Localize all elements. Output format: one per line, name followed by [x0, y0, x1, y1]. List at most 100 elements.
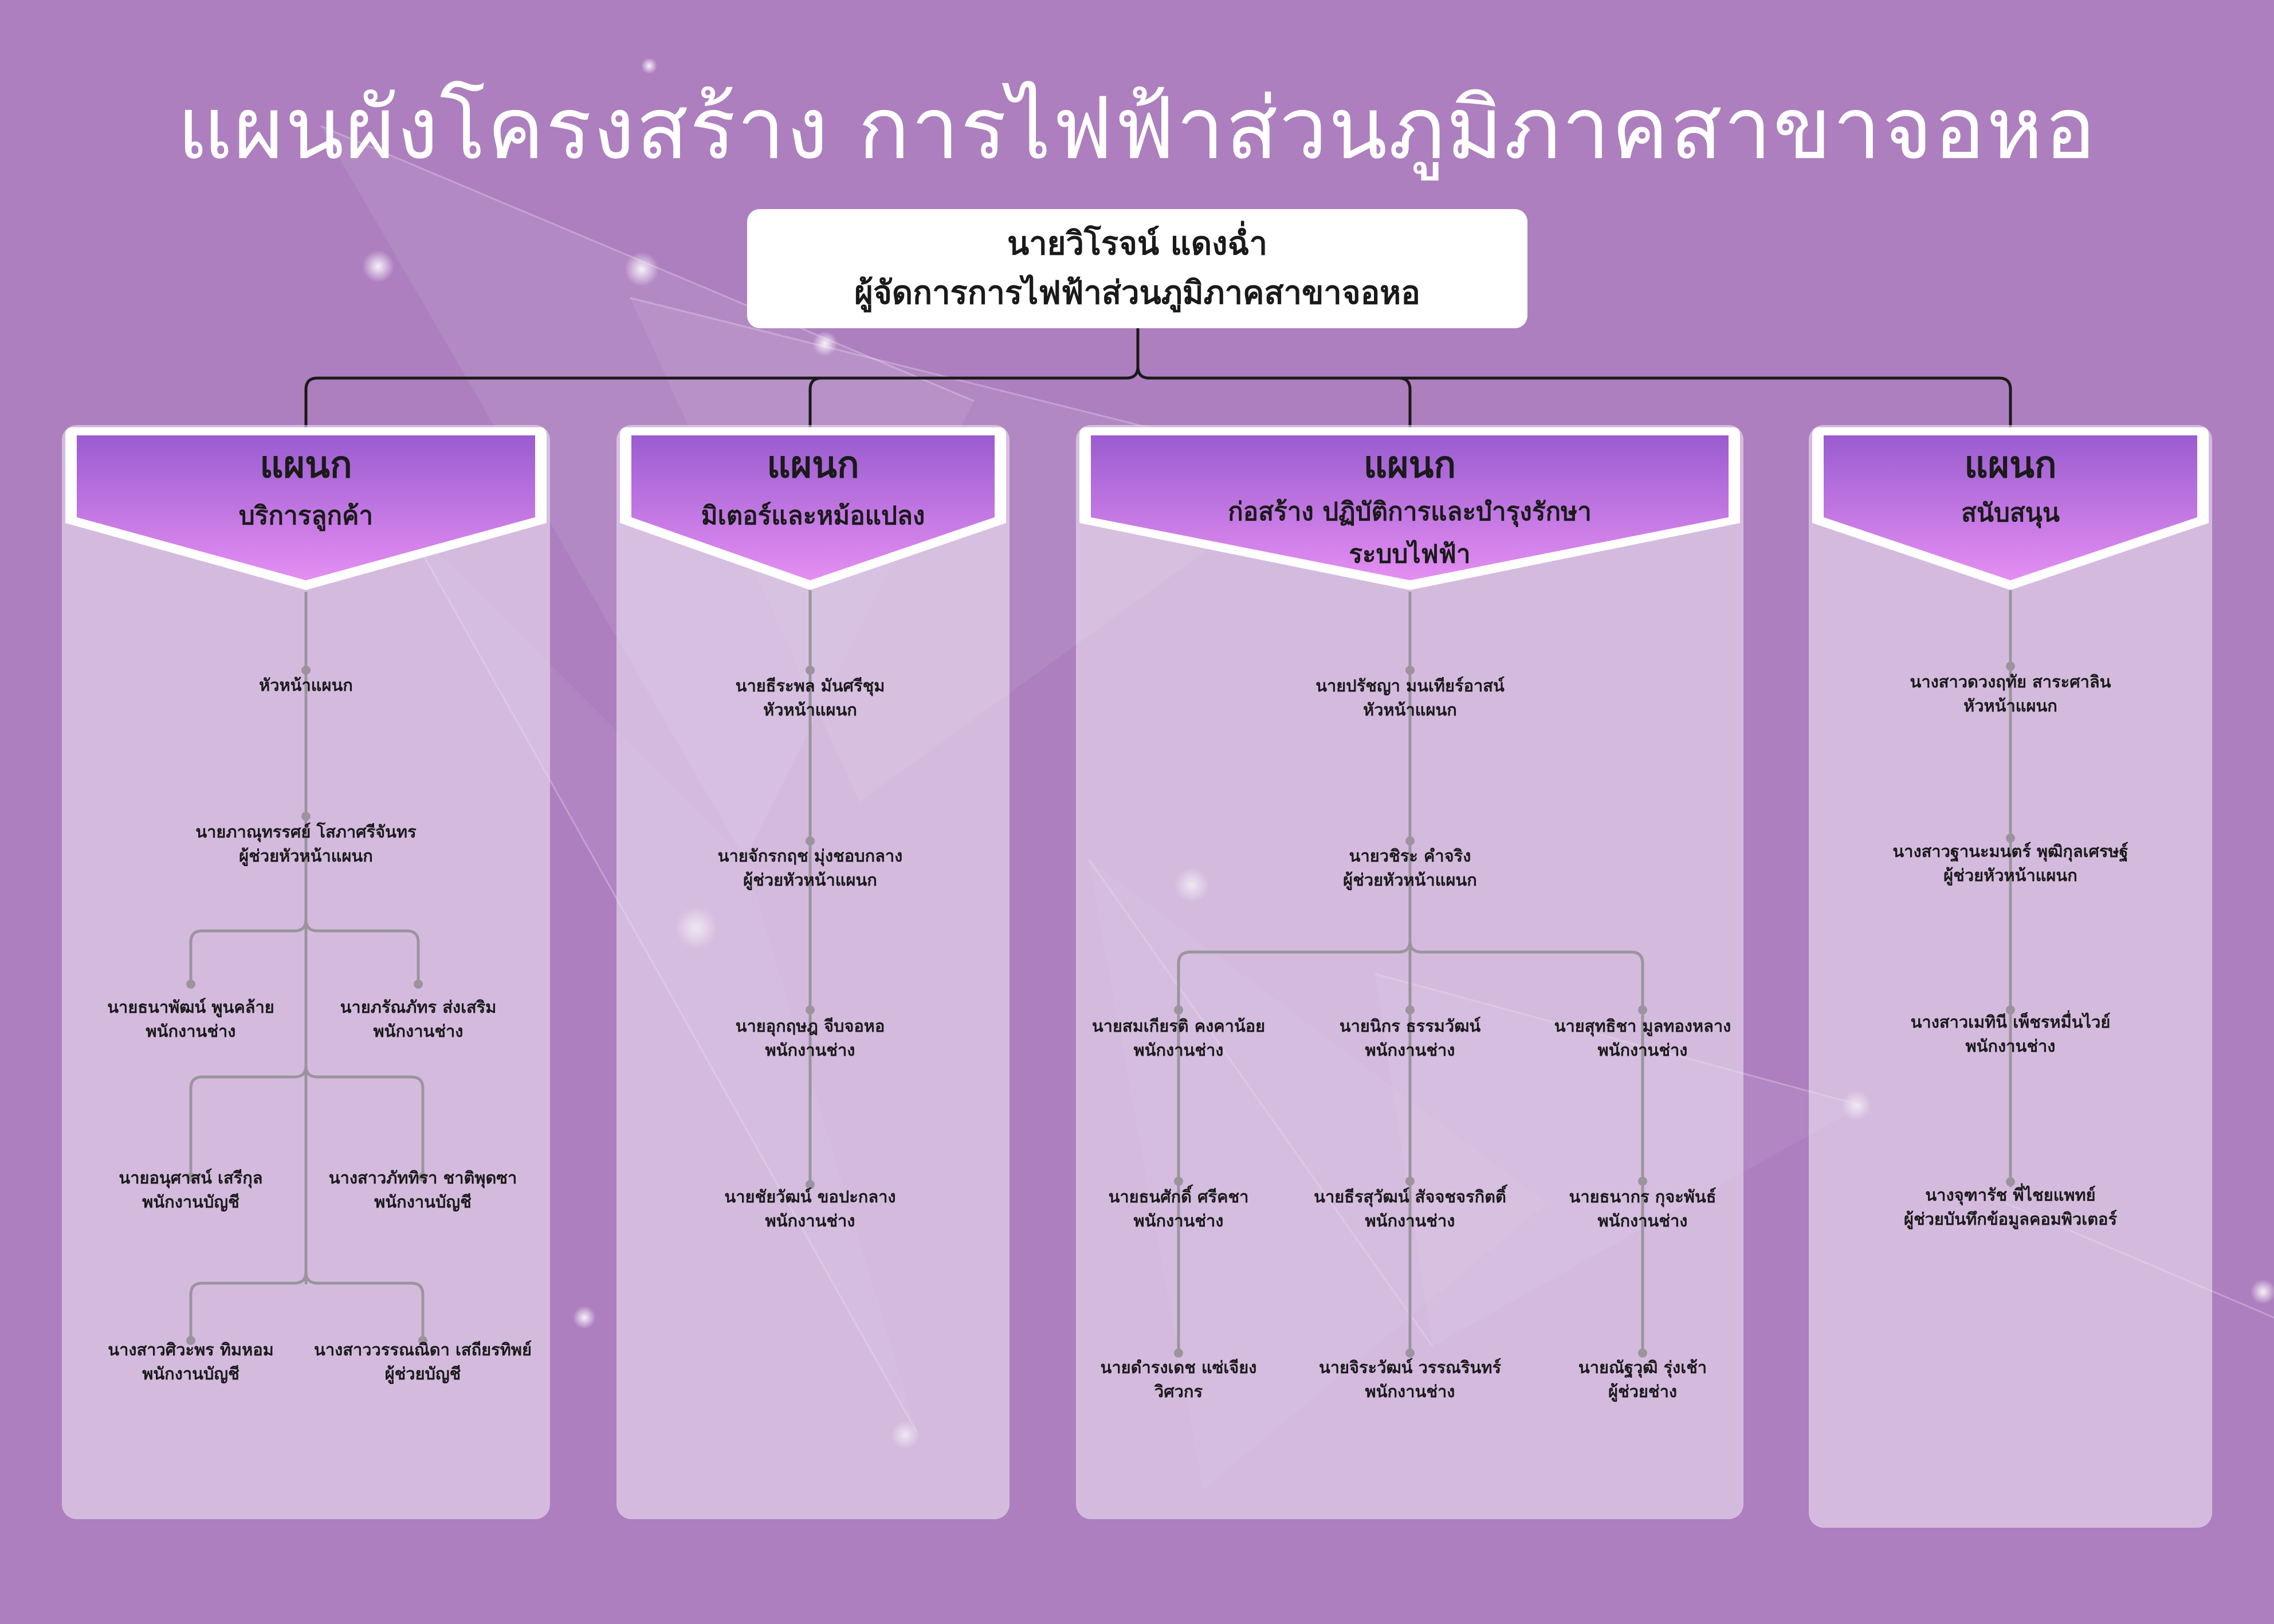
person-name: นายภรัณภัทร ส่งเสริม: [340, 997, 497, 1017]
person-role: พนักงานช่าง: [1597, 1040, 1688, 1060]
person-role: พนักงานช่าง: [765, 1211, 855, 1230]
person-role: ผู้ช่วยบันทึกข้อมูลคอมพิวเตอร์: [1903, 1209, 2118, 1229]
person-role: ผู้ช่วยหัวหน้าแผนก: [1343, 870, 1477, 890]
person-role: หัวหน้าแผนก: [259, 675, 353, 695]
person-name: นางสาววรรณณิดา เสถียรทิพย์: [314, 1340, 532, 1359]
customer-service-staff: นายอนุศาสน์ เสรีกุล พนักงานบัญชี: [119, 1166, 262, 1214]
person-role: พนักงานช่าง: [1597, 1211, 1688, 1230]
person-name: นายธนศักดิ์ ศรีคชา: [1108, 1187, 1249, 1206]
person-role: พนักงานช่าง: [765, 1040, 855, 1060]
person-name: นายธีระพล มันศรีชุม: [735, 676, 885, 695]
construction-staff: นายจิระวัฒน์ วรรณรินทร์ พนักงานช่าง: [1319, 1355, 1501, 1403]
person-name: นางสาวดวงฤทัย สาระศาลิน: [1910, 672, 2111, 691]
person-name: นายธีรสุวัฒน์ สัจจชจรกิตติ์: [1314, 1187, 1506, 1206]
department-name-support: สนับสนุน: [1961, 498, 2060, 528]
person-role: ผู้ช่วยหัวหน้าแผนก: [239, 846, 373, 866]
construction-staff: นายนิกร ธรรมวัฒน์ พนักงานช่าง: [1340, 1014, 1480, 1062]
meter-transformer-member: นายธีระพล มันศรีชุม หัวหน้าแผนก: [736, 674, 885, 722]
person-role: พนักงานช่าง: [1365, 1040, 1455, 1060]
department-panel-support: [1809, 425, 2212, 1528]
person-name: นางสาวภัททิรา ชาติพุดซา: [328, 1168, 517, 1187]
construction-staff: นายธนากร กุจะพันธ์ พนักงานช่าง: [1569, 1185, 1717, 1233]
construction-staff: นายธนศักดิ์ ศรีคชา พนักงานช่าง: [1109, 1185, 1249, 1233]
department-header-meter-transformer: [620, 427, 1006, 590]
person-name: นายนิกร ธรรมวัฒน์: [1339, 1016, 1481, 1036]
construction-head: นายปรัชญา มนเทียร์อาสน์ หัวหน้าแผนก: [1315, 674, 1505, 722]
person-role: พนักงานบัญชี: [142, 1192, 239, 1212]
support-member: นางสาวฐานะมนตร์ พุฒิกุลเศรษฐ์ ผู้ช่วยหัว…: [1892, 839, 2128, 887]
person-name: นางสาวฐานะมนตร์ พุฒิกุลเศรษฐ์: [1892, 842, 2128, 861]
customer-service-head: หัวหน้าแผนก: [259, 673, 353, 697]
person-name: นายสุทธิชา มูลทองหลาง: [1554, 1016, 1731, 1036]
department-header-customer-service: [65, 427, 547, 590]
person-role: ผู้ช่วยช่าง: [1608, 1382, 1678, 1401]
manager-name: นายวิโรจน์ แดงฉ่ำ: [1007, 225, 1268, 262]
person-name: นายอนุศาสน์ เสรีกุล: [119, 1168, 263, 1187]
customer-service-staff: นายภรัณภัทร ส่งเสริม พนักงานช่าง: [340, 995, 497, 1043]
meter-transformer-member: นายชัยวัฒน์ ขอปะกลาง พนักงานช่าง: [724, 1185, 896, 1233]
meter-transformer-member: นายอุกฤษฎ จีบจอหอ พนักงานช่าง: [736, 1014, 885, 1062]
department-name-customer-service: บริการลูกค้า: [238, 501, 374, 530]
person-role: พนักงานช่าง: [1965, 1036, 2056, 1056]
person-role: พนักงานช่าง: [1133, 1211, 1224, 1230]
person-role: พนักงานบัญชี: [374, 1192, 472, 1212]
person-role: พนักงานบัญชี: [142, 1364, 239, 1383]
person-name: นายธนาพัฒน์ พูนคล้าย: [107, 997, 274, 1017]
department-panel-customer-service: [62, 425, 550, 1519]
department-label-support: แผนก: [1964, 444, 2057, 486]
department-name-construction-line2: ระบบไฟฟ้า: [1349, 540, 1471, 569]
customer-service-assistant: นายภาณุทรรศย์ โสภาศรีจันทร ผู้ช่วยหัวหน้…: [195, 820, 416, 868]
person-name: นายธนากร กุจะพันธ์: [1569, 1187, 1717, 1206]
person-role: วิศวกร: [1154, 1382, 1203, 1401]
person-role: ผู้ช่วยหัวหน้าแผนก: [1943, 866, 2077, 885]
manager-position: ผู้จัดการการไฟฟ้าส่วนภูมิภาคสาขาจอหอ: [854, 274, 1420, 312]
department-label-construction: แผนก: [1363, 444, 1456, 486]
person-role: พนักงานช่าง: [1133, 1040, 1224, 1060]
support-member: นางจุฑารัช พี่ไชยแพทย์ ผู้ช่วยบันทึกข้อม…: [1904, 1183, 2117, 1231]
page-title: แผนผังโครงสร้าง การไฟฟ้าส่วนภูมิภาคสาขาจ…: [177, 79, 2097, 179]
department-header-construction: [1079, 427, 1740, 590]
department-header-support: [1812, 427, 2209, 590]
construction-staff: นายสมเกียรติ คงคาน้อย พนักงานช่าง: [1092, 1014, 1265, 1062]
department-panel-construction: [1076, 425, 1743, 1519]
person-name: นายปรัชญา มนเทียร์อาสน์: [1315, 676, 1505, 695]
person-role: พนักงานช่าง: [373, 1021, 464, 1041]
person-role: พนักงานช่าง: [146, 1021, 236, 1041]
department-label-customer-service: แผนก: [260, 444, 352, 486]
department-panel-meter-transformer: [616, 425, 1010, 1519]
person-name: นายชัยวัฒน์ ขอปะกลาง: [724, 1187, 896, 1206]
person-name: นายสมเกียรติ คงคาน้อย: [1091, 1016, 1266, 1036]
person-role: หัวหน้าแผนก: [1363, 700, 1457, 719]
person-name: นายจิระวัฒน์ วรรณรินทร์: [1318, 1358, 1502, 1377]
construction-staff: นายณัฐวุฒิ รุ่งเช้า ผู้ช่วยช่าง: [1578, 1355, 1707, 1403]
person-name: นายจักรกฤช มุ่งชอบกลาง: [717, 846, 903, 866]
person-role: หัวหน้าแผนก: [1963, 696, 2057, 715]
person-role: พนักงานช่าง: [1365, 1382, 1455, 1401]
person-name: นายดำรงเดช แซ่เจียง: [1100, 1358, 1257, 1377]
customer-service-staff: นายธนาพัฒน์ พูนคล้าย พนักงานช่าง: [107, 995, 274, 1043]
person-role: ผู้ช่วยหัวหน้าแผนก: [743, 870, 877, 890]
construction-staff: นายสุทธิชา มูลทองหลาง พนักงานช่าง: [1554, 1014, 1731, 1062]
manager-box: นายวิโรจน์ แดงฉ่ำ ผู้จัดการการไฟฟ้าส่วนภ…: [747, 209, 1527, 328]
construction-staff: นายดำรงเดช แซ่เจียง วิศวกร: [1101, 1355, 1257, 1403]
person-role: พนักงานช่าง: [1365, 1211, 1455, 1230]
support-member: นางสาวดวงฤทัย สาระศาลิน หัวหน้าแผนก: [1910, 670, 2111, 718]
department-name-construction-line1: ก่อสร้าง ปฏิบัติการและบำรุงรักษา: [1228, 497, 1592, 526]
customer-service-staff: นางสาวศิวะพร ทิมหอม พนักงานบัญชี: [108, 1338, 273, 1386]
person-name: นายภาณุทรรศย์ โสภาศรีจันทร: [195, 822, 417, 842]
person-role: หัวหน้าแผนก: [763, 700, 857, 719]
person-role: ผู้ช่วยบัญชี: [384, 1364, 461, 1383]
person-name: นายอุกฤษฎ จีบจอหอ: [735, 1016, 885, 1036]
department-name-meter-transformer: มิเตอร์และหม้อแปลง: [701, 501, 925, 530]
department-label-meter-transformer: แผนก: [767, 444, 859, 486]
construction-assistant: นายวชิระ คำจริง ผู้ช่วยหัวหน้าแผนก: [1343, 844, 1477, 892]
customer-service-staff: นางสาวภัททิรา ชาติพุดซา พนักงานบัญชี: [329, 1166, 517, 1214]
construction-staff: นายธีรสุวัฒน์ สัจจชจรกิตติ์ พนักงานช่าง: [1314, 1185, 1506, 1233]
customer-service-staff: นางสาววรรณณิดา เสถียรทิพย์ ผู้ช่วยบัญชี: [314, 1338, 532, 1386]
person-name: นางสาวเมทินี เพ็ชรหมื่นไวย์: [1910, 1012, 2111, 1032]
person-name: นายวชิระ คำจริง: [1349, 846, 1471, 866]
person-name: นายณัฐวุฒิ รุ่งเช้า: [1578, 1358, 1707, 1377]
meter-transformer-member: นายจักรกฤช มุ่งชอบกลาง ผู้ช่วยหัวหน้าแผน…: [718, 844, 903, 892]
support-member: นางสาวเมทินี เพ็ชรหมื่นไวย์ พนักงานช่าง: [1911, 1010, 2111, 1058]
person-name: นางจุฑารัช พี่ไชยแพทย์: [1925, 1185, 2096, 1205]
